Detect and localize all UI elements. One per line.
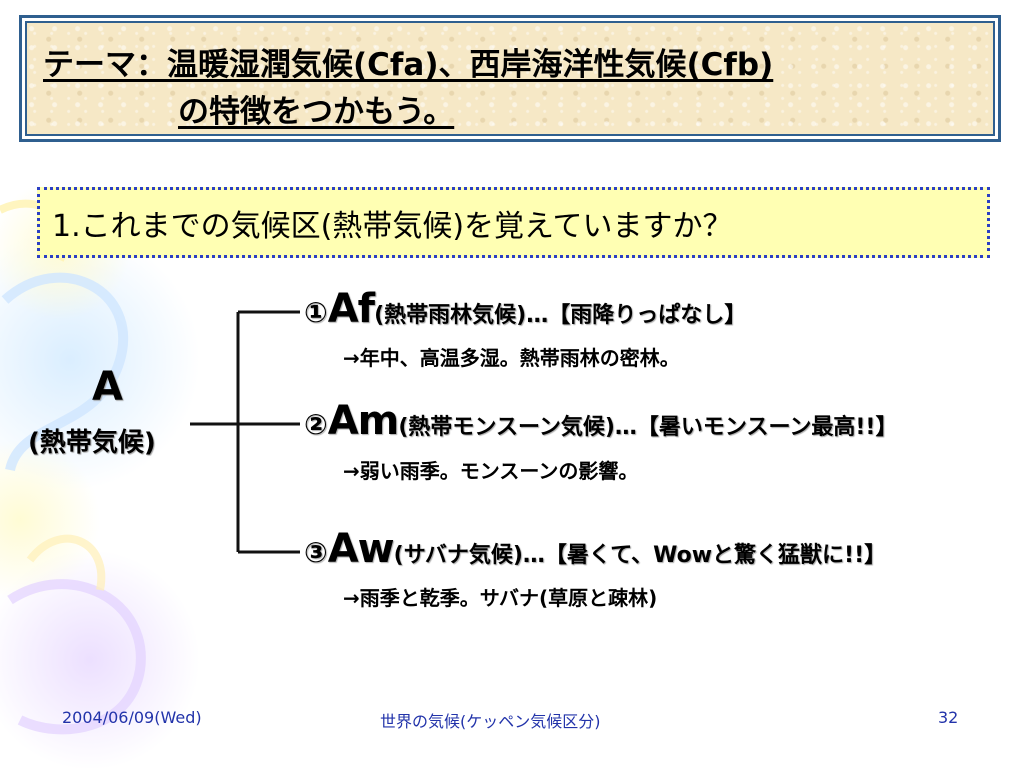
climate-note-af: →年中、高温多湿。熱帯雨林の密林。 [343,346,680,370]
footer-title: 世界の気候(ケッペン気候区分) [380,712,601,731]
climate-code: Aw [327,526,395,572]
root-climate-label: (熱帯気候) [28,428,156,458]
item-number: ② [304,408,328,441]
climate-note-aw: →雨季と乾季。サバナ(草原と疎林) [343,586,658,610]
climate-item-aw: ③Aw(サバナ気候)…【暑くて、Wowと驚く猛獣に!!】 [304,526,886,572]
climate-description: (熱帯モンスーン気候)…【暑いモンスーン最高!!】 [398,415,898,440]
slide-number: 32 [938,708,959,727]
climate-description: (サバナ気候)…【暑くて、Wowと驚く猛獣に!!】 [393,543,887,568]
question-box: 1.これまでの気候区(熱帯気候)を覚えていますか？ [37,187,990,258]
climate-item-am: ②Am(熱帯モンスーン気候)…【暑いモンスーン最高!!】 [304,398,897,444]
title-box: テーマ：温暖湿潤気候(Cfa)、西岸海洋性気候(Cfb) の特徴をつかもう。 [19,15,1001,142]
title-panel: テーマ：温暖湿潤気候(Cfa)、西岸海洋性気候(Cfb) の特徴をつかもう。 [25,21,995,136]
climate-description: (熱帯雨林気候)…【雨降りっぱなし】 [374,303,747,328]
question-text: 1.これまでの気候区(熱帯気候)を覚えていますか？ [52,209,733,244]
climate-code: Am [327,398,400,444]
climate-item-af: ①Af(熱帯雨林気候)…【雨降りっぱなし】 [304,286,746,332]
climate-note-am: →弱い雨季。モンスーンの影響。 [343,459,639,483]
root-climate-letter: A [92,364,123,410]
footer-date: 2004/06/09(Wed) [62,708,202,727]
item-number: ① [304,296,328,329]
climate-code: Af [327,286,375,332]
title-line-2: の特徴をつかもう。 [178,94,455,130]
item-number: ③ [304,536,328,569]
title-line-1: テーマ：温暖湿潤気候(Cfa)、西岸海洋性気候(Cfb) [43,47,774,83]
